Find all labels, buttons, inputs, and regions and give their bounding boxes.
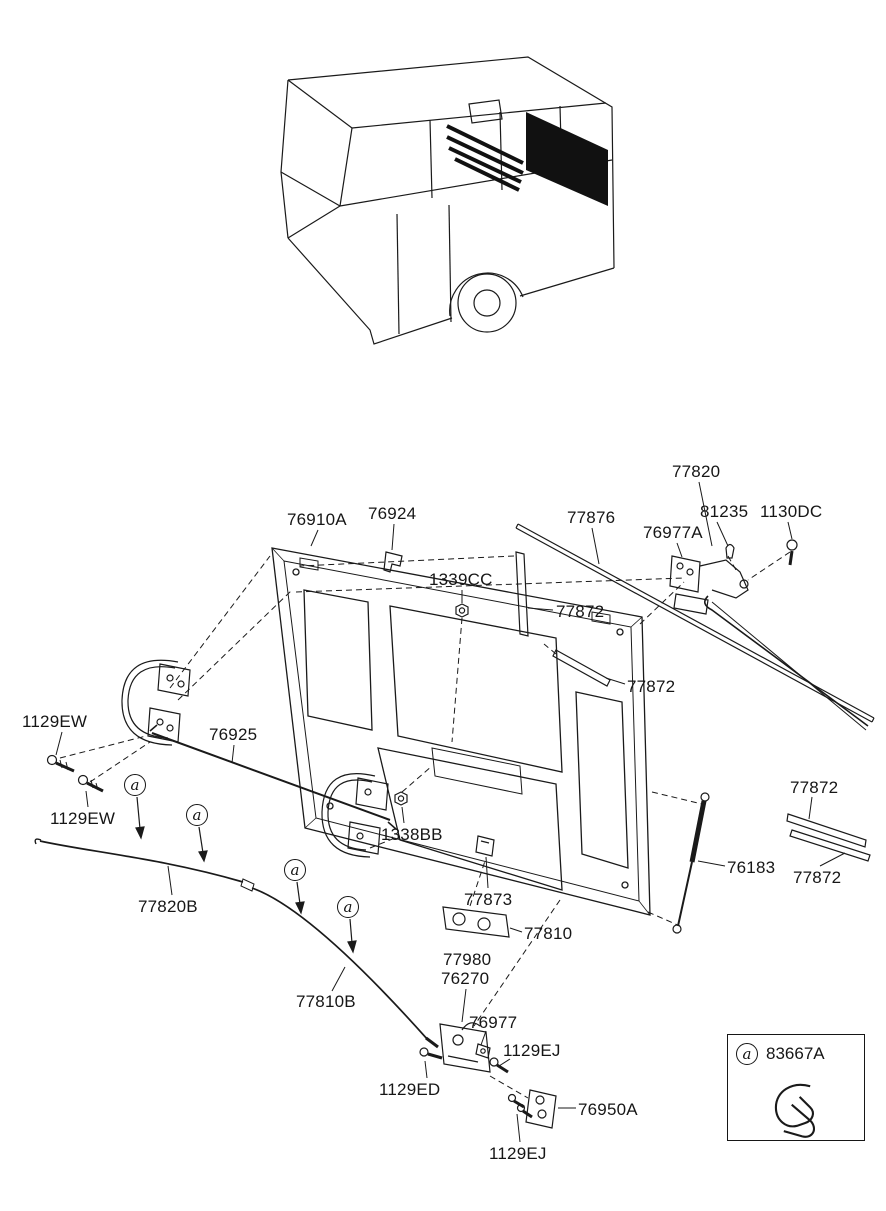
part-label-76183: 76183 [727,858,776,877]
callout-arrows [135,796,357,954]
part-label-77872-b: 77872 [627,677,676,696]
callout-marker-a-3: a [284,859,306,881]
tailgate-latch-drawing [442,835,510,938]
part-label-1129EW-b: 1129EW [50,809,116,828]
part-label-77810: 77810 [524,924,573,943]
rod-76925-drawing [149,724,397,830]
bolt-1129ew-drawings [46,754,104,793]
part-label-1129ED: 1129ED [379,1080,441,1099]
part-label-77980: 77980 [443,950,492,969]
legend-row: a 83667A [736,1043,825,1065]
callout-marker-a-2: a [186,804,208,826]
callout-marker-a-4: a [337,896,359,918]
highlighted-area [526,112,608,206]
lock-assembly-drawing [419,1022,509,1074]
part-label-1338BB: 1338BB [381,825,443,844]
part-label-1129EW-a: 1129EW [22,712,88,731]
part-label-77820B: 77820B [138,897,198,916]
part-label-76924: 76924 [368,504,417,523]
tailgate-panel-drawing [271,547,651,916]
part-label-1129EJ-a: 1129EJ [503,1041,561,1060]
part-label-77872-c: 77872 [790,778,839,797]
part-label-77873: 77873 [464,890,513,909]
legend-callout-marker: a [736,1043,758,1065]
part-label-76925: 76925 [209,725,258,744]
part-label-76977A: 76977A [643,523,703,542]
clip-icon [774,1083,815,1138]
vehicle-thumbnail [280,56,615,345]
part-label-76950A: 76950A [578,1100,638,1119]
callout-marker-a-1: a [124,774,146,796]
legend-part-number: 83667A [766,1044,825,1063]
release-cables-drawing [34,838,439,1049]
legend-box: a 83667A [727,1034,865,1141]
leader-lines [55,481,846,1143]
gas-strut-drawing [672,792,710,934]
part-label-1339CC: 1339CC [429,570,493,589]
part-label-77820: 77820 [672,462,721,481]
part-label-77872-d: 77872 [793,868,842,887]
part-label-77810B: 77810B [296,992,356,1011]
striker-drawing [507,1089,557,1129]
part-label-81235: 81235 [700,502,749,521]
part-label-1130DC: 1130DC [760,502,823,521]
right-hinge-assembly-drawing [669,539,869,731]
left-hinge-parts [121,659,191,746]
part-label-76977: 76977 [469,1013,518,1032]
bracket-76924-drawing [383,551,403,573]
check-strap-drawing [321,773,389,858]
part-label-1129EJ-b: 1129EJ [489,1144,547,1163]
part-label-77872-a: 77872 [556,602,605,621]
part-label-77876: 77876 [567,508,616,527]
part-label-76910A: 76910A [287,510,347,529]
part-label-76270: 76270 [441,969,490,988]
nut-drawings [394,603,469,806]
